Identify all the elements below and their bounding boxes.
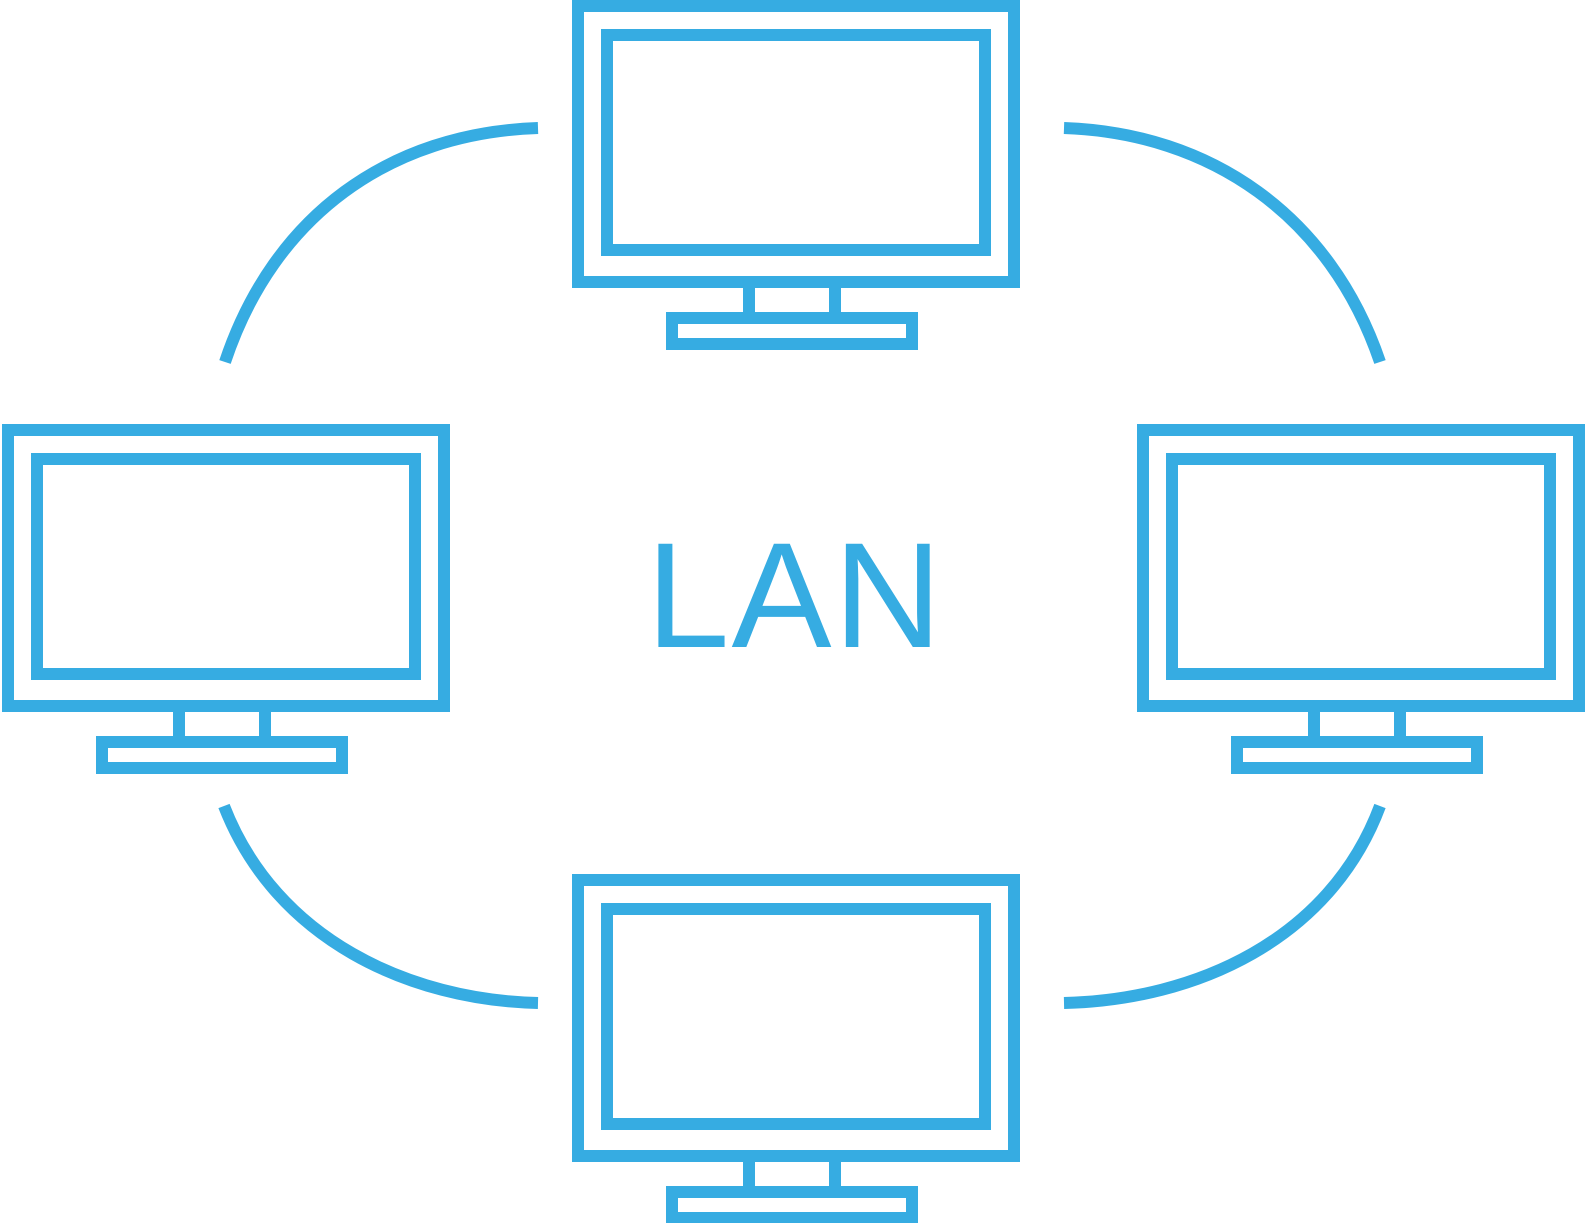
lan-label: LAN: [646, 511, 944, 679]
monitor-screen: [31, 453, 421, 680]
monitor-stand: [666, 312, 918, 350]
monitor-icon: [1137, 424, 1585, 774]
monitor-icon: [572, 0, 1020, 350]
connection-left-bottom: [218, 803, 539, 1009]
monitor-screen: [601, 29, 991, 256]
connection-top-right: [1063, 122, 1386, 364]
connections: [218, 122, 1386, 1009]
monitor-frame: [1137, 424, 1585, 712]
monitor-stand: [666, 1186, 918, 1223]
monitor-frame: [572, 874, 1020, 1162]
connection-right-bottom: [1063, 803, 1386, 1009]
monitor-icon: [572, 874, 1020, 1223]
monitor-screen: [601, 903, 991, 1130]
connection-top-left: [219, 122, 539, 364]
monitor-frame: [2, 424, 450, 712]
monitor-stand: [96, 736, 348, 774]
monitor-screen: [1166, 453, 1556, 680]
monitor-stand: [1231, 736, 1483, 774]
monitor-frame: [572, 0, 1020, 288]
monitor-icon: [2, 424, 450, 774]
